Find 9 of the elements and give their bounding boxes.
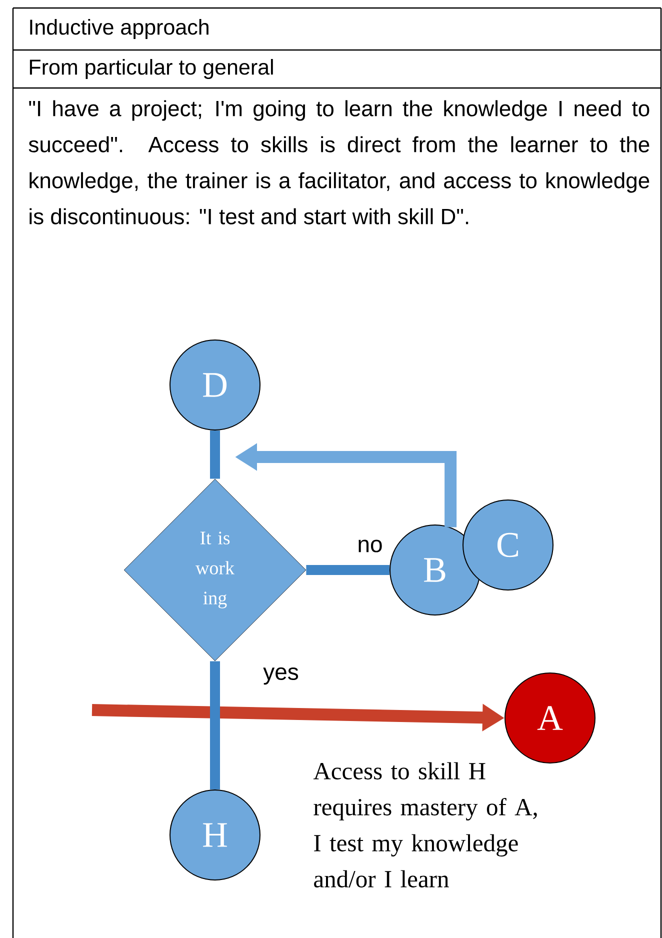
connector-line — [210, 430, 220, 479]
edge-label: yes — [262, 666, 300, 686]
note-text: Access to skill H requires mastery of A, I test my knowledge and/or I learn — [313, 762, 537, 888]
edge-label: no — [356, 538, 384, 554]
cell-text: Inductive approach — [30, 19, 208, 40]
paragraph-text: "I have a project; I'm going to learn the knowledge I need to succeed". Access to skills is direct from the learner to the knowledge, the trainer is a facilitator, and access to knowledge is discontinuous: "I test and start with skill D". — [28, 100, 650, 224]
connector-line — [306, 565, 390, 575]
connector-line — [210, 661, 220, 790]
cell-text: From particular to general — [30, 59, 273, 80]
